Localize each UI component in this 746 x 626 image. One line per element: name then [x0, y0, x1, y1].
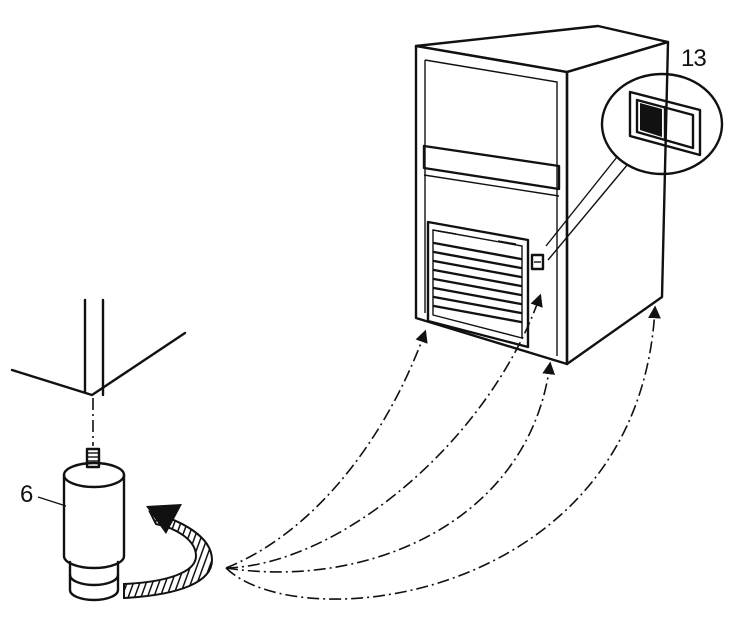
- curved-arrow-icon: [123, 504, 214, 600]
- rocker-switch-icon: [628, 90, 702, 157]
- adjustable-foot: [37, 447, 126, 602]
- rocker-switch: [530, 253, 545, 271]
- cabinet-side: [565, 40, 670, 366]
- switch-magnifier: [545, 72, 724, 261]
- ice-bin-opening: [422, 144, 561, 191]
- placement-arrows: [225, 293, 661, 600]
- callout-label-foot: 6: [20, 481, 33, 508]
- ice-machine: [414, 24, 670, 366]
- callout-label-switch: 13: [681, 45, 707, 72]
- front-grille: [426, 220, 530, 349]
- cabinet-corner: [10, 298, 187, 446]
